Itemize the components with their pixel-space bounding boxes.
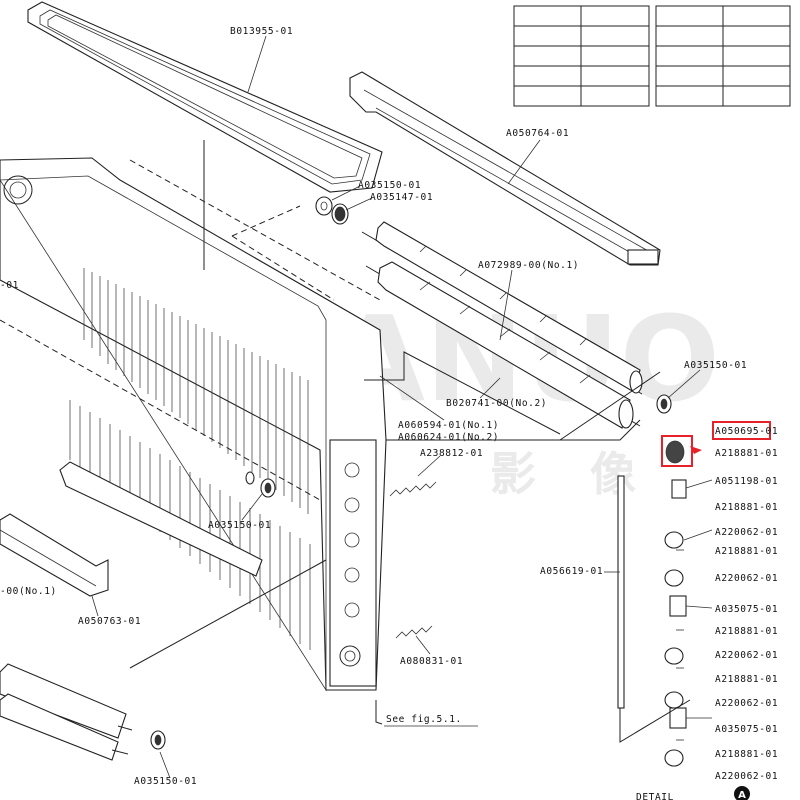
label-spring-top: A238812-01	[420, 448, 483, 459]
left-rail	[0, 513, 109, 597]
label-guide-no2: A060624-01(No.2)	[398, 432, 499, 443]
label-gear-d: A220062-01	[715, 698, 778, 709]
leader-lines	[91, 35, 713, 779]
shaft	[617, 475, 625, 709]
frame-outline-lines	[129, 140, 691, 743]
label-screw-5: A218881-01	[715, 674, 778, 685]
roller-no1	[361, 221, 643, 395]
label-highlighted-part: A050695-01	[715, 426, 778, 437]
label-screw-4: A218881-01	[715, 626, 778, 637]
label-roller-no1: A072989-00(No.1)	[478, 260, 579, 271]
label-bushing-right: A035150-01	[684, 360, 747, 371]
label-top-cover: B013955-01	[230, 26, 293, 37]
parts-table-right	[655, 5, 791, 107]
label-bracket-1: A051198-01	[715, 476, 778, 487]
top-bushing	[315, 196, 333, 216]
reference-note: See fig.5.1.	[386, 714, 462, 725]
watermark-cn-1: 影	[490, 447, 536, 501]
detail-marker-circle	[734, 786, 750, 800]
spring-bottom	[395, 625, 433, 639]
detail-label: DETAIL	[636, 792, 674, 800]
heater-fins-upper	[83, 268, 309, 514]
label-bushing-mid: A035150-01	[208, 520, 271, 531]
label-left-cut: -00(No.1)	[0, 586, 57, 597]
label-gear-c: A220062-01	[715, 650, 778, 661]
label-guide-no1: A060594-01(No.1)	[398, 420, 499, 431]
label-rail-left: A050763-01	[78, 616, 141, 627]
label-gear-b: A220062-01	[715, 573, 778, 584]
highlight-arrow-icon	[690, 446, 702, 454]
highlight-box-label	[712, 421, 771, 440]
bottom-left-roller	[0, 663, 133, 761]
label-bushing-bottom: A035150-01	[134, 776, 197, 787]
highlight-box-part	[661, 435, 693, 467]
part-labels: B013955-01 A035150-01 A035147-01 A050764…	[0, 26, 778, 787]
label-spring-bottom: A080831-01	[400, 656, 463, 667]
top-gear	[331, 203, 349, 225]
roller-no2	[365, 261, 641, 429]
label-screw-6: A218881-01	[715, 749, 778, 760]
label-rail-right: A050764-01	[506, 128, 569, 139]
main-frame	[0, 157, 387, 692]
spring-top	[389, 481, 437, 497]
detail-marker: A	[738, 790, 746, 800]
parts-table-left	[513, 5, 650, 107]
bushing-mid	[260, 478, 276, 498]
bushing-bottom	[150, 730, 166, 750]
top-cover-frame	[27, 1, 383, 193]
label-screw-3: A218881-01	[715, 546, 778, 557]
label-bushing-top: A035150-01	[358, 180, 421, 191]
bushing-right	[656, 394, 672, 414]
label-gear-a: A220062-01	[715, 527, 778, 538]
label-left-top-cut: -01	[0, 280, 19, 291]
right-rail	[349, 71, 661, 266]
label-gear-e: A220062-01	[715, 771, 778, 782]
detail-a-parts	[664, 440, 687, 767]
label-shaft: A056619-01	[540, 566, 603, 577]
label-holder-2: A035075-01	[715, 724, 778, 735]
dashed-outlines	[0, 159, 381, 501]
watermark-cn-2: 像	[590, 447, 636, 501]
label-screw-2: A218881-01	[715, 502, 778, 513]
label-roller-no2: B020741-00(No.2)	[446, 398, 547, 409]
label-holder-1: A035075-01	[715, 604, 778, 615]
label-screw-1: A218881-01	[715, 448, 778, 459]
detail-label-group: DETAIL A	[636, 786, 750, 800]
label-gear-top: A035147-01	[370, 192, 433, 203]
